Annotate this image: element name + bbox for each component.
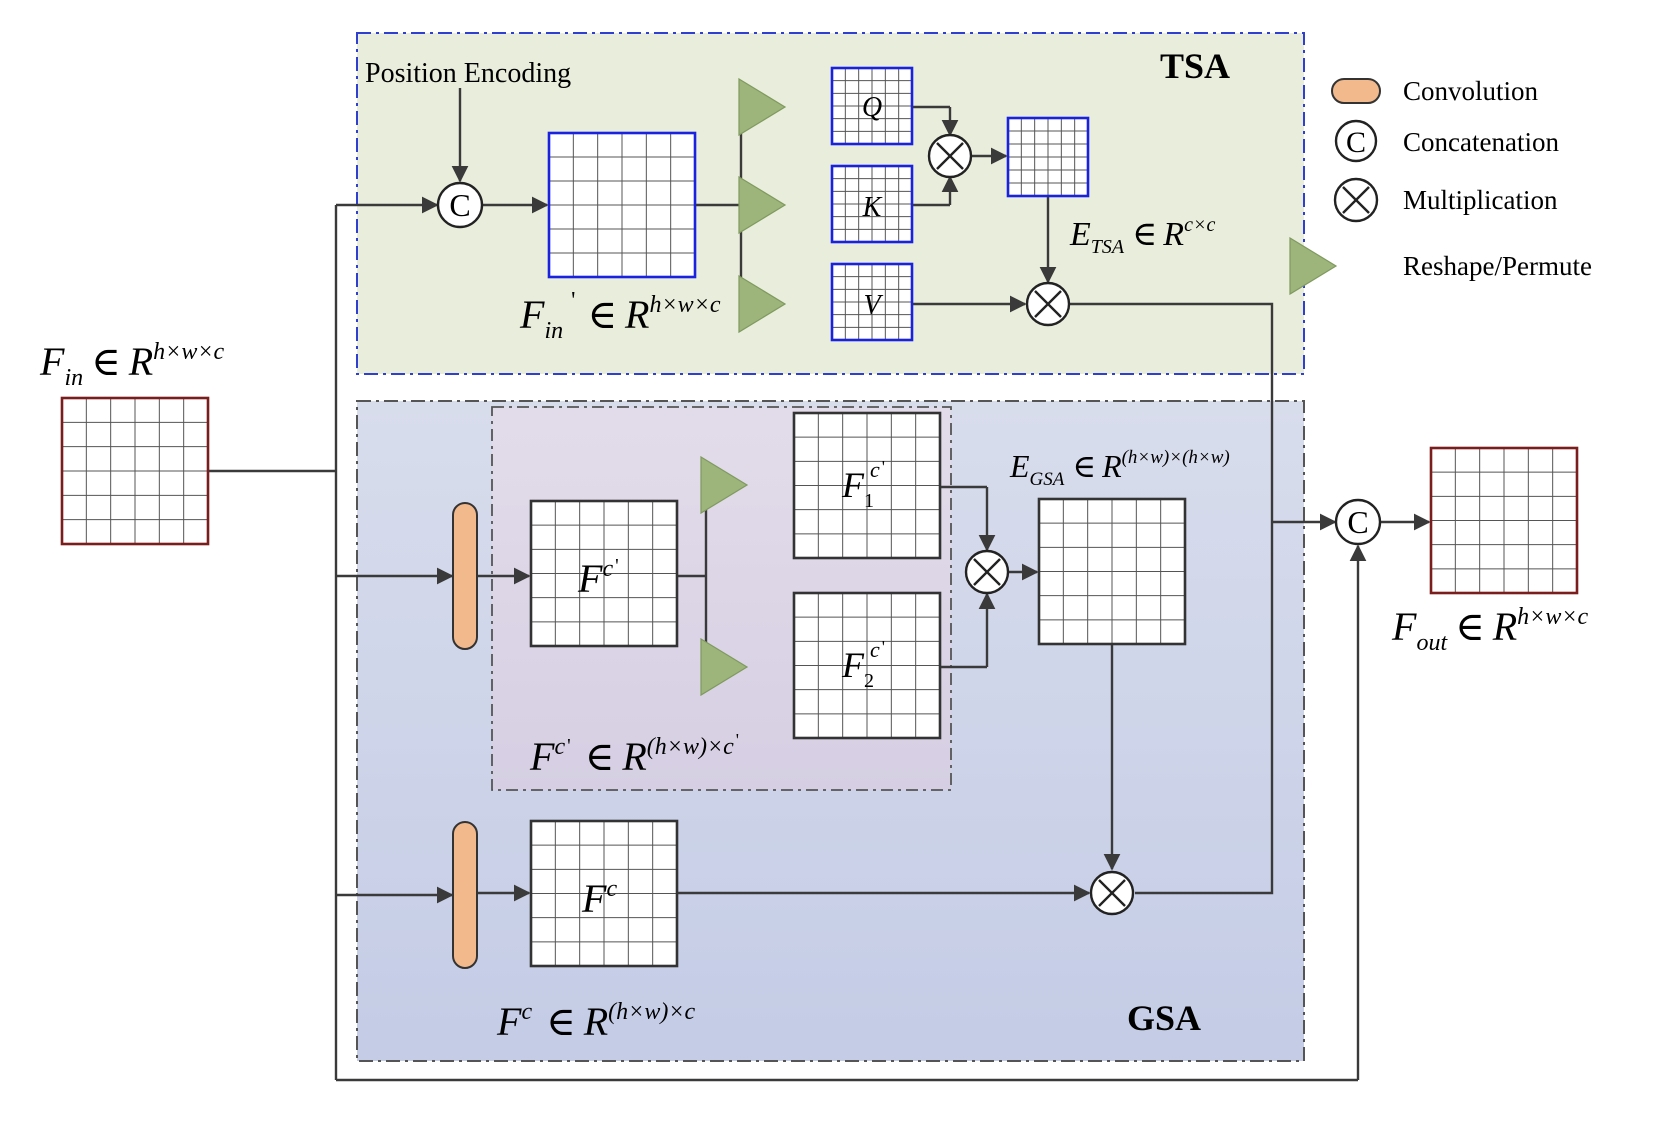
legend-convolution-label: Convolution (1403, 76, 1539, 106)
grid-f1 (792, 411, 942, 560)
connections (209, 88, 1431, 1082)
reshape-triangle-q (738, 77, 787, 137)
f-c-prime-def-label: Fc'∈R(h×w)×c' (529, 730, 739, 779)
f-c-def-label: Fc∈R(h×w)×c (496, 999, 696, 1044)
legend-multiplication-icon (1333, 177, 1379, 223)
reshape-triangle-v (738, 274, 787, 334)
reshape-triangle-k (738, 175, 787, 235)
v-label: V (863, 290, 883, 321)
svg-text:C: C (449, 187, 470, 223)
concat-node-output: C (1334, 498, 1382, 546)
q-label: Q (862, 92, 882, 123)
convolution-block-2 (452, 821, 478, 969)
grid-e-tsa (1006, 116, 1090, 198)
grid-f-in-prime (547, 131, 697, 279)
f1-box-label: F1c' (841, 457, 885, 512)
f-in-prime-label: Fin'∈Rh×w×c (519, 288, 721, 344)
grid-k (830, 164, 914, 244)
position-encoding-label: Position Encoding (365, 58, 571, 89)
grid-f-c (529, 819, 679, 968)
legend: Convolution C Concatenation Multiplicati… (1289, 76, 1592, 296)
f-c-box-label: Fc (581, 876, 617, 921)
reshape-triangle-f2 (700, 637, 749, 697)
svg-text:C: C (1347, 504, 1368, 540)
e-gsa-label: EGSA∈R(h×w)×(h×w) (1009, 447, 1230, 490)
legend-convolution-swatch (1331, 78, 1381, 104)
f-out-label: Fout∈Rh×w×c (1391, 604, 1589, 656)
grid-f-in (60, 396, 210, 546)
gsa-title: GSA (1127, 998, 1201, 1038)
legend-concatenation-label: Concatenation (1403, 127, 1559, 157)
grid-f-c-prime (529, 499, 679, 648)
multiply-node-gsa (1089, 870, 1135, 916)
grid-f-out (1429, 446, 1579, 595)
f-in-label: Fin∈Rh×w×c (39, 339, 225, 391)
legend-reshape-label: Reshape/Permute (1403, 251, 1592, 281)
concat-node-tsa: C (436, 181, 484, 229)
tsa-region (356, 32, 1305, 375)
grid-f2 (792, 591, 942, 740)
convolution-block-1 (452, 502, 478, 650)
tsa-title: TSA (1160, 46, 1230, 86)
f-c-prime-box-label: Fc' (577, 555, 619, 601)
legend-multiplication-label: Multiplication (1403, 185, 1558, 215)
grid-q (830, 66, 914, 146)
multiply-node-f1f2 (964, 549, 1010, 595)
multiply-node-v (1025, 281, 1071, 327)
grid-v (830, 262, 914, 342)
k-label: K (862, 192, 883, 223)
legend-concatenation-icon: C (1334, 119, 1378, 163)
grid-e-gsa (1037, 497, 1187, 646)
svg-text:C: C (1346, 126, 1366, 159)
legend-reshape-icon (1289, 236, 1338, 296)
f2-box-label: F2c' (841, 637, 885, 692)
reshape-triangle-f1 (700, 455, 749, 515)
e-tsa-label: ETSA∈Rc×c (1069, 214, 1215, 258)
multiply-node-qk (927, 133, 973, 179)
